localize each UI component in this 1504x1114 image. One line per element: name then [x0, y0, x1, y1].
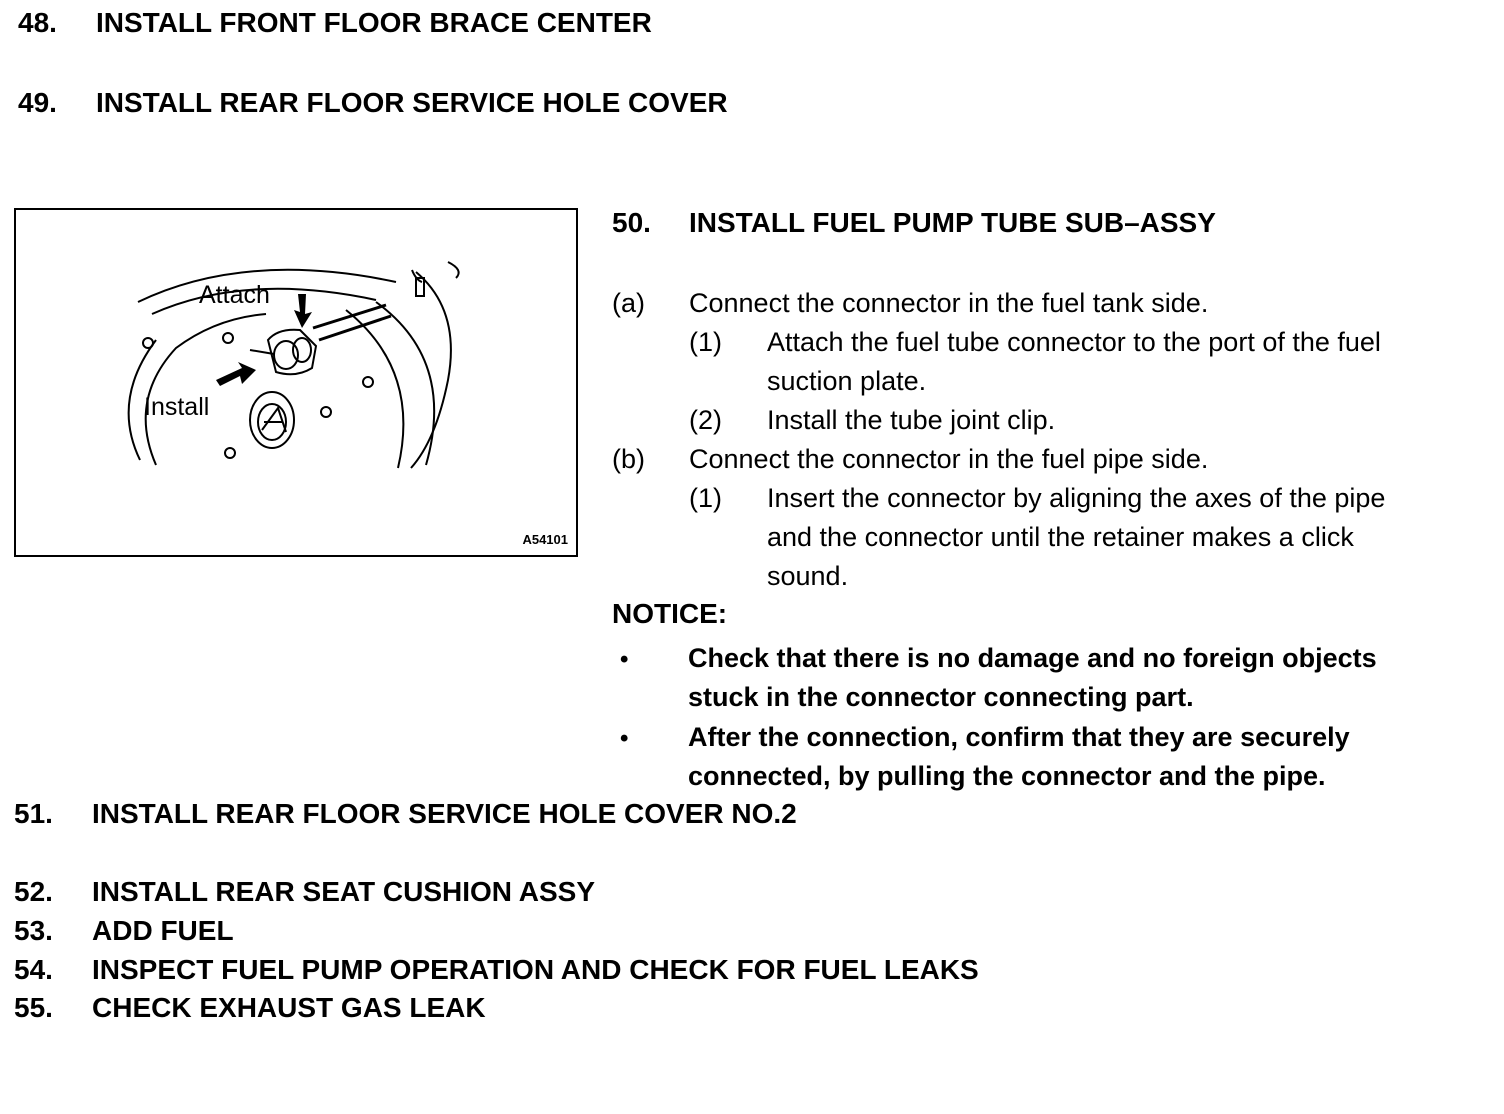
- substep-mark-a1: (1): [689, 327, 722, 357]
- step-number: 55.: [14, 992, 53, 1023]
- step-number: 54.: [14, 954, 53, 985]
- notice-bullet-2: •: [620, 725, 629, 752]
- substep-b1-line2: and the connector until the retainer mak…: [767, 522, 1354, 552]
- step-title: INSTALL FUEL PUMP TUBE SUB–ASSY: [689, 207, 1216, 238]
- fuel-pump-illustration: Attach Install A54101: [14, 208, 578, 557]
- substep-mark-a2: (2): [689, 405, 722, 435]
- substep-b1-line1: Insert the connector by aligning the axe…: [767, 483, 1386, 513]
- substep-a1-line2: suction plate.: [767, 366, 927, 396]
- step-title: ADD FUEL: [92, 915, 234, 946]
- substep-mark-b1: (1): [689, 483, 722, 513]
- step-number: 48.: [18, 7, 57, 38]
- step-number: 51.: [14, 798, 53, 829]
- install-label: Install: [144, 393, 210, 421]
- notice-item-1: Check that there is no damage and no for…: [688, 639, 1377, 717]
- figure-code: A54101: [522, 532, 568, 547]
- notice-item-2-line2: connected, by pulling the connector and …: [688, 761, 1326, 791]
- notice-title: NOTICE:: [612, 598, 728, 629]
- substep-a2-text: Install the tube joint clip.: [767, 405, 1056, 435]
- substep-a-text: Connect the connector in the fuel tank s…: [689, 288, 1209, 318]
- step-title: INSTALL REAR FLOOR SERVICE HOLE COVER NO…: [92, 798, 797, 829]
- step-title: INSTALL REAR FLOOR SERVICE HOLE COVER: [96, 87, 728, 118]
- step-number: 49.: [18, 87, 57, 118]
- step-title: INSTALL FRONT FLOOR BRACE CENTER: [96, 7, 652, 38]
- substep-mark-a: (a): [612, 288, 645, 318]
- step-number: 52.: [14, 876, 53, 907]
- substep-mark-b: (b): [612, 444, 645, 474]
- notice-bullet-1: •: [620, 646, 629, 673]
- notice-item-1-line1: Check that there is no damage and no for…: [688, 643, 1377, 673]
- step-number: 53.: [14, 915, 53, 946]
- step-title: INSTALL REAR SEAT CUSHION ASSY: [92, 876, 596, 907]
- step-title: INSPECT FUEL PUMP OPERATION AND CHECK FO…: [92, 954, 979, 985]
- fuel-tank-drawing: [127, 261, 460, 469]
- step-title: CHECK EXHAUST GAS LEAK: [92, 992, 486, 1023]
- step-number: 50.: [612, 207, 651, 238]
- procedure: (a) Connect the connector in the fuel ta…: [612, 284, 1492, 604]
- substep-b-text: Connect the connector in the fuel pipe s…: [689, 444, 1209, 474]
- attach-label: Attach: [199, 281, 270, 309]
- notice-item-2-line1: After the connection, confirm that they …: [688, 722, 1350, 752]
- notice-item-2: After the connection, confirm that they …: [688, 718, 1350, 796]
- notice-item-1-line2: stuck in the connector connecting part.: [688, 682, 1194, 712]
- substep-b1-line3: sound.: [767, 561, 849, 591]
- substep-a1-line1: Attach the fuel tube connector to the po…: [767, 327, 1381, 357]
